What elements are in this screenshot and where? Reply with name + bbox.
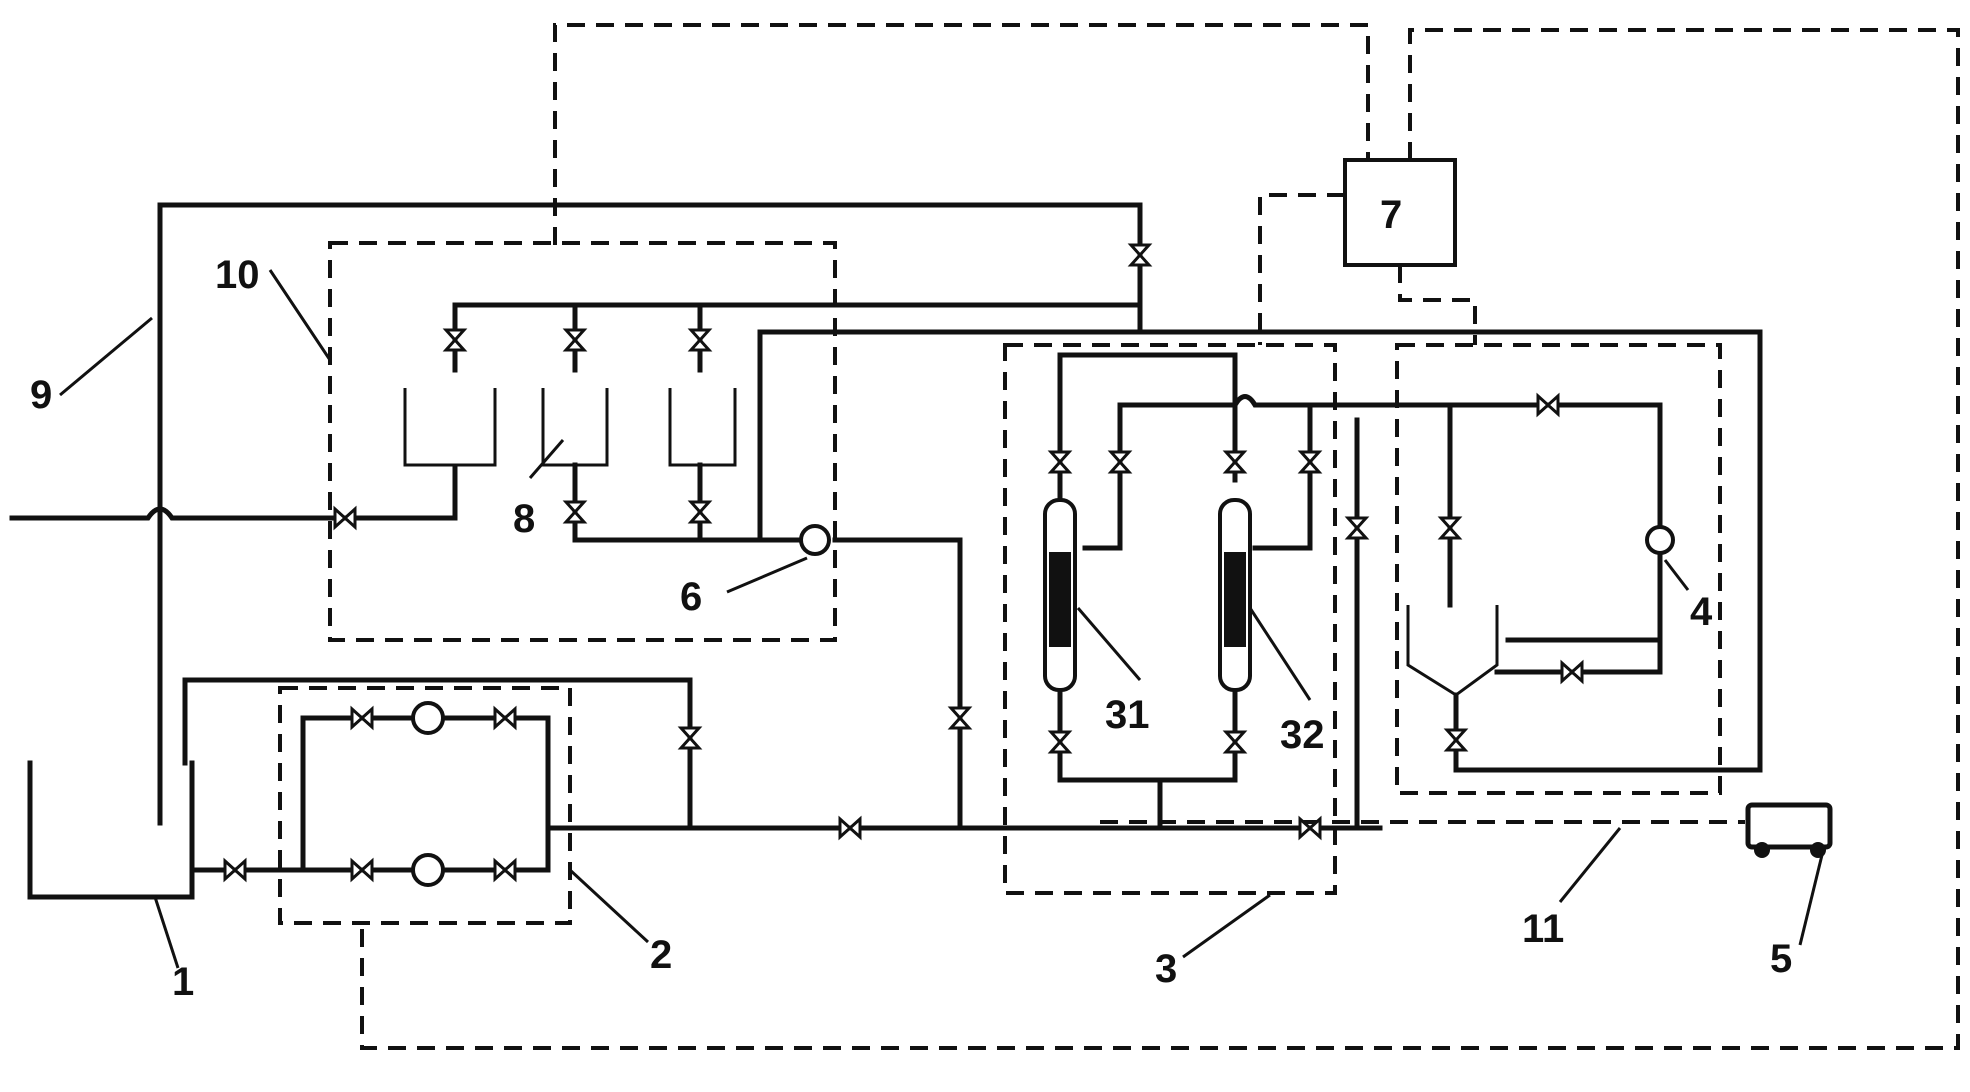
label-dosing-tank: 8	[513, 497, 535, 541]
valve-icon	[493, 707, 517, 729]
transport-cart	[1745, 802, 1833, 858]
regeneration-unit-boundary	[1395, 343, 1722, 795]
raw-water-tank	[27, 760, 195, 900]
valve-icon	[350, 859, 374, 881]
valve-icon	[1129, 243, 1151, 267]
label-dosing-unit: 10	[215, 253, 260, 297]
adsorption-unit	[838, 352, 1663, 839]
pump-group	[182, 677, 1383, 887]
label-tank: 1	[172, 960, 194, 1004]
valve-icon	[1224, 450, 1246, 474]
valve-icon	[1536, 394, 1560, 416]
label-return-pipe: 9	[30, 373, 52, 417]
valve-icon	[1224, 730, 1246, 754]
label-controller: 7	[1380, 193, 1402, 237]
label-cart: 5	[1770, 937, 1792, 981]
valve-icon	[1560, 661, 1584, 683]
pump-icon	[799, 524, 831, 556]
valve-icon	[1346, 516, 1368, 540]
valve-icon	[493, 859, 517, 881]
label-regeneration-unit: 11	[1522, 907, 1564, 951]
valve-icon	[350, 707, 374, 729]
dosing-unit-boundary	[328, 241, 837, 642]
label-adsorption-unit: 3	[1155, 947, 1177, 991]
valve-icon	[444, 328, 466, 352]
column-packing	[1049, 552, 1071, 647]
column-packing	[1224, 552, 1246, 647]
valve-icon	[1439, 516, 1461, 540]
valve-icon	[689, 500, 711, 524]
regeneration-tank	[1406, 605, 1499, 697]
valve-icon	[838, 817, 862, 839]
controller-box	[1343, 158, 1457, 267]
valve-icon	[679, 726, 701, 750]
label-pump-6: 6	[680, 575, 702, 619]
pump-group-boundary	[278, 686, 572, 925]
valve-icon	[949, 706, 971, 730]
valve-icon	[1049, 450, 1071, 474]
valve-icon	[1445, 728, 1467, 752]
dosing-unit	[333, 243, 1763, 831]
valve-icon	[564, 500, 586, 524]
dosing-tank	[668, 388, 737, 467]
valve-icon	[689, 328, 711, 352]
label-pump-4: 4	[1690, 590, 1713, 634]
regeneration-unit	[1346, 394, 1675, 831]
valve-icon	[1299, 450, 1321, 474]
label-column-31: 31	[1105, 693, 1150, 737]
adsorption-unit-boundary	[1003, 343, 1337, 895]
valve-icon	[564, 328, 586, 352]
dosing-tank	[403, 388, 497, 467]
return-pipe	[157, 202, 1143, 826]
valve-icon	[1049, 730, 1071, 754]
inlet-pipe	[9, 465, 458, 521]
valve-icon	[333, 507, 357, 529]
control-signal-lines	[360, 23, 1960, 1050]
label-column-32: 32	[1280, 713, 1325, 757]
valve-icon	[223, 859, 247, 881]
leader-lines	[59, 269, 1824, 969]
pump-icon	[411, 701, 445, 735]
label-pump-group: 2	[650, 933, 672, 977]
valve-icon	[1109, 450, 1131, 474]
pump-icon	[1645, 525, 1675, 555]
pump-icon	[411, 853, 445, 887]
